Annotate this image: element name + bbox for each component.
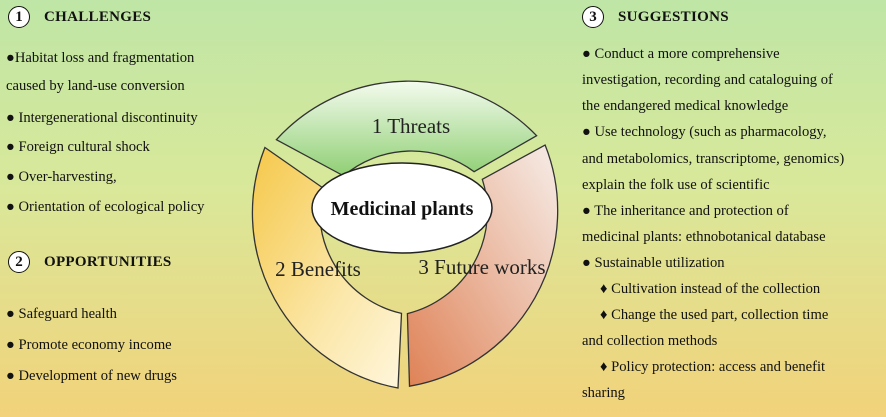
suggestions-subline: ♦ Change the used part, collection time <box>600 307 829 323</box>
challenges-line: ● Orientation of ecological policy <box>6 199 205 215</box>
suggestions-line: explain the folk use of scientific <box>582 177 770 193</box>
suggestions-subline: ♦ Policy protection: access and benefit <box>600 359 826 375</box>
future-works-label: 3 Future works <box>418 255 545 279</box>
challenges-line: ● Over-harvesting, <box>6 169 117 185</box>
suggestions-line: investigation, recording and cataloguing… <box>582 72 833 88</box>
suggestions-line: and metabolomics, transcriptome, genomic… <box>582 151 845 167</box>
suggestions-title: SUGGESTIONS <box>618 8 729 25</box>
suggestions-subline: ♦ Cultivation instead of the collection <box>600 281 821 297</box>
suggestions-header: 3 SUGGESTIONS <box>582 6 729 28</box>
benefits-label: 2 Benefits <box>275 257 361 281</box>
suggestions-line: the endangered medical knowledge <box>582 98 789 114</box>
challenges-line: caused by land-use conversion <box>6 78 185 94</box>
challenges-number-badge: 1 <box>8 6 30 28</box>
opportunities-title: OPPORTUNITIES <box>44 253 172 270</box>
center-ellipse <box>311 162 493 254</box>
suggestions-line: medicinal plants: ethnobotanical databas… <box>582 229 826 245</box>
threats-segment <box>275 80 538 177</box>
opportunities-header: 2 OPPORTUNITIES <box>8 251 172 273</box>
suggestions-line: ● Sustainable utilization <box>582 255 725 271</box>
opportunities-line: ● Development of new drugs <box>6 368 177 384</box>
suggestions-line: and collection methods <box>582 333 718 349</box>
future-works-segment <box>406 144 559 387</box>
challenges-line: ●Habitat loss and fragmentation <box>6 50 195 66</box>
center-label: Medicinal plants <box>331 198 474 220</box>
opportunities-line: ● Promote economy income <box>6 337 172 353</box>
challenges-title: CHALLENGES <box>44 8 152 25</box>
opportunities-number-badge: 2 <box>8 251 30 273</box>
suggestions-line: ● Conduct a more comprehensive <box>582 46 780 62</box>
challenges-line: ● Intergenerational discontinuity <box>6 110 198 126</box>
challenges-header: 1 CHALLENGES <box>8 6 151 28</box>
opportunities-line: ● Safeguard health <box>6 306 117 322</box>
suggestions-line: ● The inheritance and protection of <box>582 203 789 219</box>
challenges-line: ● Foreign cultural shock <box>6 139 150 155</box>
suggestions-line: ● Use technology (such as pharmacology, <box>582 124 827 140</box>
suggestions-number-badge: 3 <box>582 6 604 28</box>
benefits-segment <box>251 146 403 389</box>
threats-label: 1 Threats <box>372 114 450 138</box>
suggestions-line: sharing <box>582 385 625 401</box>
